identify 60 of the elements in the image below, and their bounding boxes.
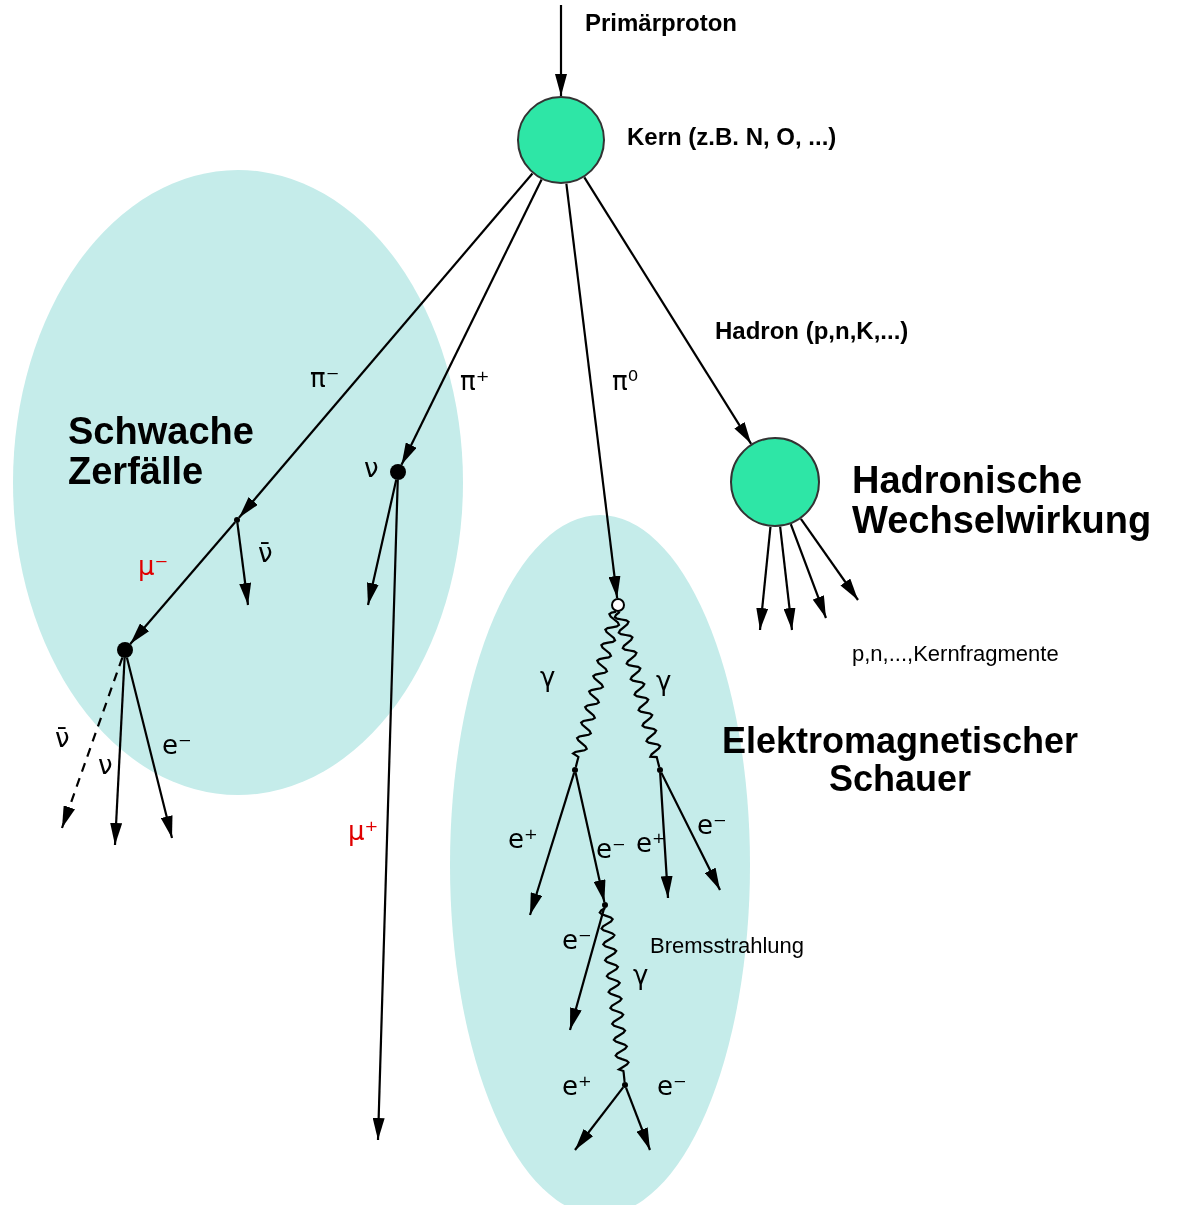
particle-track <box>660 772 721 891</box>
particle-track <box>400 179 543 466</box>
node-caption: Kern (z.B. N, O, ...) <box>627 124 838 150</box>
edge-label: Hadron (p,n,K,...) <box>715 318 909 344</box>
particle-track <box>659 772 673 899</box>
particle-track <box>800 518 859 601</box>
edge-label: ν <box>364 455 379 483</box>
region-title: Elektromagnetischer Schauer <box>720 722 1080 798</box>
vertex-dot <box>234 517 240 523</box>
particle-track <box>555 5 567 96</box>
edge-label: μ⁺ <box>348 818 379 846</box>
edge-label: e⁻ <box>657 1073 687 1101</box>
region-title: Schwache Zerfälle <box>68 412 255 492</box>
vertex-dot <box>657 767 663 773</box>
edge-label: e⁻ <box>596 836 626 864</box>
particle-track <box>625 1087 652 1151</box>
vertex-dot <box>622 1082 628 1088</box>
particle-track <box>372 479 399 1141</box>
edge-label: e⁻ <box>697 812 727 840</box>
particle-track <box>60 657 124 829</box>
particle-track <box>110 657 126 846</box>
particle-track <box>574 1086 625 1151</box>
wavy-track <box>613 610 662 768</box>
particle-track <box>568 907 606 1031</box>
particle-track <box>238 172 534 519</box>
particle-track <box>236 522 252 606</box>
edge-label: e⁻ <box>562 927 592 955</box>
region-ellipse <box>13 170 463 795</box>
particle-track <box>574 772 606 903</box>
particle-track <box>756 526 772 631</box>
particle-track <box>789 523 828 619</box>
particle-track <box>129 521 236 645</box>
vertex-dot <box>602 902 608 908</box>
edge-label: μ⁻ <box>138 553 169 581</box>
edge-label: e⁺ <box>562 1073 592 1101</box>
annotation-label: p,n,...,Kernfragmente <box>852 642 1059 666</box>
particle-track <box>366 479 398 606</box>
particle-track <box>125 657 174 839</box>
particle-track <box>583 176 753 445</box>
wavy-track <box>571 610 621 768</box>
wavy-track <box>598 907 630 1083</box>
edge-label: ν <box>98 752 113 780</box>
particle-track <box>779 526 796 631</box>
particle-track <box>565 183 621 599</box>
edge-label: π⁺ <box>460 368 490 396</box>
particle-track <box>528 772 576 916</box>
edge-label: e⁺ <box>508 826 538 854</box>
edge-label: π⁻ <box>310 365 340 393</box>
edge-label: ν̄ <box>55 725 70 753</box>
edge-label: e⁻ <box>162 732 192 760</box>
node-caption: Hadronische Wechselwirkung <box>852 461 1153 541</box>
edge-label: e⁺ <box>636 830 666 858</box>
edge-label: γ <box>633 962 649 990</box>
edge-label: γ <box>540 664 556 692</box>
annotation-label: Bremsstrahlung <box>650 934 805 958</box>
edge-label: ν̄ <box>258 540 273 568</box>
edge-label: Primärproton <box>585 10 737 36</box>
vertex-dot <box>572 767 578 773</box>
edge-label: γ <box>656 668 672 696</box>
edge-label: π⁰ <box>612 368 639 396</box>
